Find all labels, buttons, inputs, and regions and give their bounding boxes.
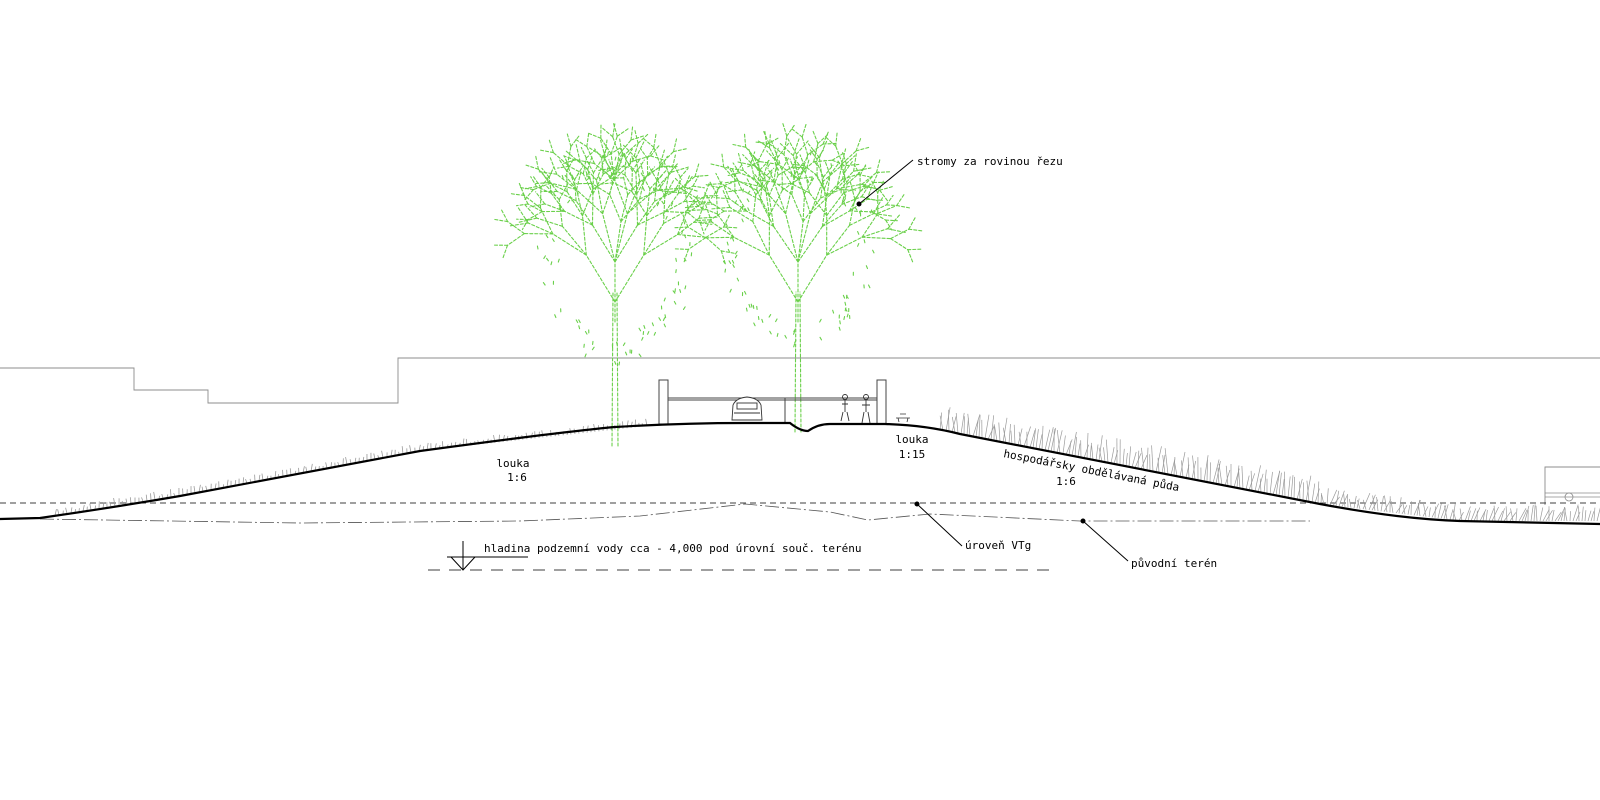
label-meadow-left: louka	[496, 457, 529, 470]
pedestrian-icon	[861, 394, 871, 424]
label-original-terrain: původní terén	[1131, 557, 1217, 570]
car-icon	[731, 396, 763, 421]
label-meadow-left-slope: 1:6	[507, 471, 527, 484]
label-farmland-slope: 1:6	[1056, 475, 1076, 488]
label-meadow-right: louka	[895, 433, 928, 446]
leader-lines	[856, 159, 1129, 562]
label-groundwater-note: hladina podzemní vody cca - 4,000 pod úr…	[484, 542, 862, 555]
terrain-profile	[0, 421, 1600, 526]
background-building-outline	[0, 357, 1600, 404]
right-building-outline	[1544, 466, 1600, 505]
label-trees: stromy za rovinou řezu	[917, 155, 1063, 168]
crest-structures	[658, 379, 887, 425]
original-terrain-line	[39, 503, 1310, 524]
right-cart-outline	[1545, 492, 1600, 498]
label-groundwater-level: úroveň VTg	[965, 539, 1031, 552]
tree-left-icon	[492, 122, 739, 447]
cyclist-icon	[840, 394, 850, 422]
water-level-marker	[447, 541, 528, 571]
label-meadow-right-slope: 1:15	[899, 448, 926, 461]
bench-icon	[896, 413, 910, 423]
right-cart-wheel	[1564, 492, 1574, 502]
tall-grass-right-slope	[939, 407, 1600, 522]
tree-right-icon	[672, 122, 925, 433]
